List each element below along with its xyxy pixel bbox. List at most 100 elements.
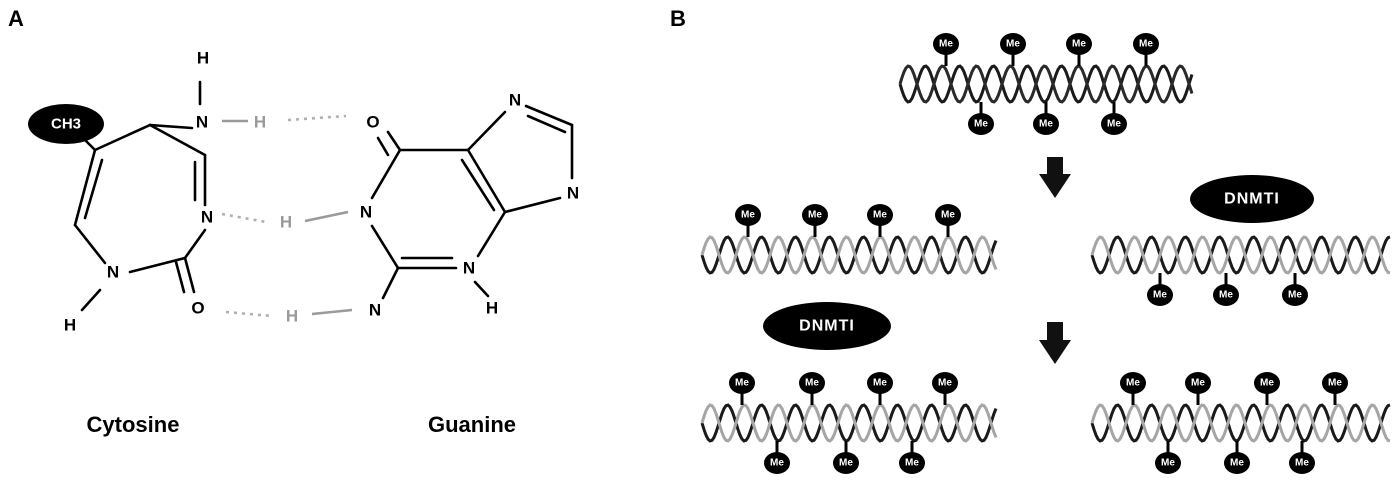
bond-double (376, 136, 390, 157)
panel-b-label: B (670, 6, 686, 31)
methyl-tag-marker (1000, 33, 1026, 55)
covalent-h-bond (311, 308, 353, 316)
methyl-tag-marker (932, 372, 958, 394)
atom-h: H (286, 307, 298, 326)
dna-strand-complement (700, 403, 998, 443)
dnmt1-enzyme-label: DNMTI (1224, 191, 1280, 208)
guanine-structure: O N N H N N N Guanine (360, 91, 579, 438)
methyl-tag-label: Me (941, 210, 955, 221)
bond (93, 123, 152, 152)
methyl-group-label: CH3 (51, 116, 81, 133)
bond (183, 256, 196, 294)
atom-o: O (191, 299, 204, 318)
methyl-tag-label: Me (1153, 290, 1167, 301)
bond (370, 148, 402, 200)
methyl-tag-marker (1147, 284, 1173, 306)
hydrogen-bonds: H H (221, 114, 353, 326)
dna-strand-template (700, 403, 998, 443)
atom-h: H (254, 113, 266, 132)
methyl-tag-marker (1224, 452, 1250, 474)
guanine-label: Guanine (428, 412, 516, 437)
dna-strand-template (898, 64, 1194, 104)
methyl-tag-label: Me (735, 378, 749, 389)
bond-double (460, 158, 496, 212)
methyl-tag-label: Me (770, 458, 784, 469)
dnmt1-enzyme-marker (1190, 175, 1314, 223)
methyl-tag-marker (833, 452, 859, 474)
methyl-tag-label: Me (808, 210, 822, 221)
bond (476, 210, 507, 258)
bond (183, 228, 207, 260)
dna-strand-template (1090, 403, 1391, 443)
methyl-tag-marker (968, 113, 994, 135)
methyl-tag-label: Me (938, 378, 952, 389)
methyl-tag-label: Me (1288, 290, 1302, 301)
atom-n: N (201, 208, 213, 227)
methyl-tag-marker (867, 372, 893, 394)
arrow-down-icon (1039, 157, 1071, 198)
dna-strand-complement (1090, 235, 1391, 275)
methyl-tag-label: Me (1161, 458, 1175, 469)
bond (73, 148, 97, 227)
methyl-tag-label: Me (1139, 39, 1153, 50)
methyl-tag-label: Me (741, 210, 755, 221)
methyl-tag-marker (1066, 33, 1092, 55)
methyl-tag-marker (1322, 372, 1348, 394)
bond-double (174, 260, 186, 294)
methyl-tag-label: Me (873, 378, 887, 389)
methyl-tag-label: Me (1072, 39, 1086, 50)
methyl-tag-label: Me (939, 39, 953, 50)
methyl-tag-label: Me (1230, 458, 1244, 469)
methyl-tag-label: Me (1126, 378, 1140, 389)
bond (370, 224, 400, 270)
atom-h: H (280, 213, 292, 232)
methyl-tag-label: Me (839, 458, 853, 469)
bond (466, 148, 507, 214)
methyl-tag-label: Me (805, 378, 819, 389)
atom-n: N (360, 203, 372, 222)
methyl-tag-label: Me (1260, 378, 1274, 389)
methyl-tag-label: Me (1107, 119, 1121, 130)
methyl-tag-marker (1254, 372, 1280, 394)
hydrogen-bond (225, 310, 273, 318)
panel-a-label: A (8, 6, 24, 31)
methyl-tag-marker (799, 372, 825, 394)
atom-n: N (463, 259, 475, 278)
methyl-tag-label: Me (1295, 458, 1309, 469)
bond (473, 280, 490, 298)
methyl-tag-marker (933, 33, 959, 55)
methyl-tag-marker (1155, 452, 1181, 474)
atom-h: H (486, 299, 498, 318)
bond (148, 123, 194, 130)
bond (466, 110, 507, 152)
bond-double (83, 158, 104, 220)
methyl-tag-label: Me (873, 210, 887, 221)
methyl-tag-marker (1213, 284, 1239, 306)
methyl-tag-label: Me (1006, 39, 1020, 50)
dnmt1-enzyme-marker (763, 302, 891, 350)
methyl-tag-marker (802, 204, 828, 226)
bond-double (526, 114, 567, 134)
bond (386, 130, 402, 152)
methyl-tag-marker (1185, 372, 1211, 394)
arrow-down-icon (1039, 322, 1071, 364)
dna-strand-template (700, 235, 998, 275)
methyl-tag-marker (735, 204, 761, 226)
bond (503, 196, 562, 214)
cytosine-structure: CH3 H N H N N H O Cytosine (28, 49, 266, 437)
methyl-tag-label: Me (1039, 119, 1053, 130)
methyl-tag-marker (1282, 284, 1308, 306)
methyl-tag-marker (935, 204, 961, 226)
dnmt1-enzyme-label: DNMTI (799, 318, 855, 335)
methyl-tag-label: Me (1328, 378, 1342, 389)
methyl-tag-label: Me (1219, 290, 1233, 301)
atom-n: N (107, 263, 119, 282)
methyl-tag-label: Me (1191, 378, 1205, 389)
bond (524, 104, 574, 127)
dna-strand-complement (700, 235, 998, 275)
methyl-tag-marker (1101, 113, 1127, 135)
dna-strand-complement (898, 64, 1194, 104)
